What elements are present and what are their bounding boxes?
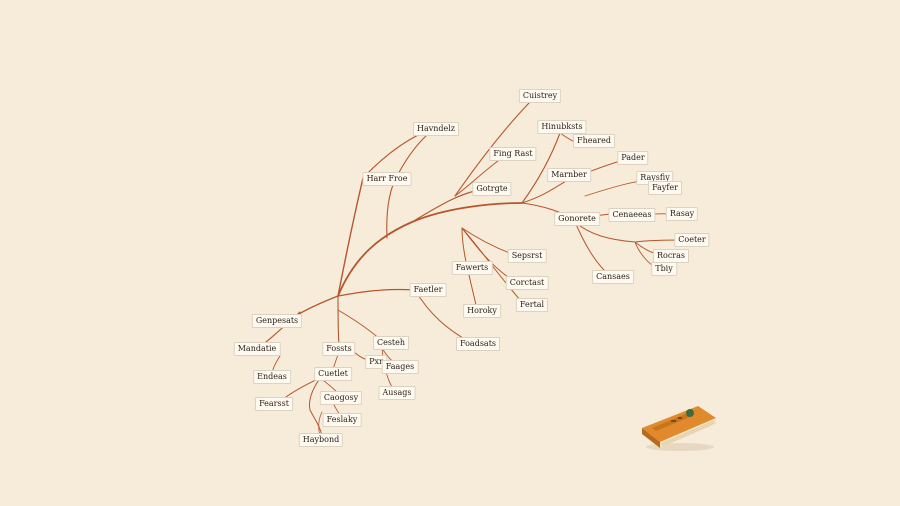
- node-label: Endeas: [253, 370, 291, 384]
- node-label: Coeter: [674, 233, 710, 247]
- branch-line: [454, 101, 531, 197]
- node-label: Gotrgte: [472, 182, 512, 196]
- branch-line: [461, 227, 523, 303]
- branch-line: [337, 177, 364, 297]
- node-label: Genpesats: [251, 314, 303, 328]
- node-label: Faages: [381, 360, 419, 374]
- node-label: Marnber: [547, 168, 591, 182]
- node-label: Hinubksts: [537, 120, 587, 134]
- branch-line: [337, 295, 340, 346]
- node-label: Cuetlet: [314, 367, 352, 381]
- branch-line: [574, 221, 609, 275]
- node-label: Tbiy: [651, 262, 677, 276]
- branch-line: [337, 288, 416, 297]
- node-label: Faetler: [409, 283, 447, 297]
- node-label: Ausags: [378, 386, 416, 400]
- node-label: Fossts: [322, 342, 356, 356]
- node-label: Fertal: [515, 298, 549, 312]
- branch-line: [521, 132, 561, 204]
- node-label: Haybond: [298, 433, 344, 447]
- node-label: Harr Froe: [362, 172, 412, 186]
- branch-line: [454, 157, 503, 197]
- book-icon: [642, 406, 716, 451]
- node-label: Fearsst: [255, 397, 293, 411]
- node-label: Corctast: [505, 276, 549, 290]
- node-label: Mandatie: [233, 342, 281, 356]
- node-label: Fayfer: [648, 181, 682, 195]
- node-label: Gonorete: [554, 212, 600, 226]
- node-label: Horoky: [463, 304, 501, 318]
- branch-line: [309, 377, 323, 437]
- branch-line: [386, 133, 429, 239]
- node-label: Cesteh: [372, 336, 410, 350]
- node-label: Cenaeeas: [608, 208, 656, 222]
- node-label: Caogosy: [319, 391, 363, 405]
- node-label: Rasay: [665, 207, 699, 221]
- node-label: Fheared: [573, 134, 615, 148]
- branch-line: [414, 289, 471, 343]
- node-label: Fawerts: [451, 261, 493, 275]
- node-label: Sepsrst: [507, 249, 547, 263]
- node-label: Havndelz: [412, 122, 460, 136]
- node-label: Cansaes: [592, 270, 634, 284]
- node-label: Fing Rast: [489, 147, 537, 161]
- node-label: Pader: [617, 151, 649, 165]
- node-label: Cuistrey: [518, 89, 562, 103]
- node-label: Rocras: [652, 249, 690, 263]
- node-label: Feslaky: [322, 413, 362, 427]
- node-label: Foadsats: [455, 337, 501, 351]
